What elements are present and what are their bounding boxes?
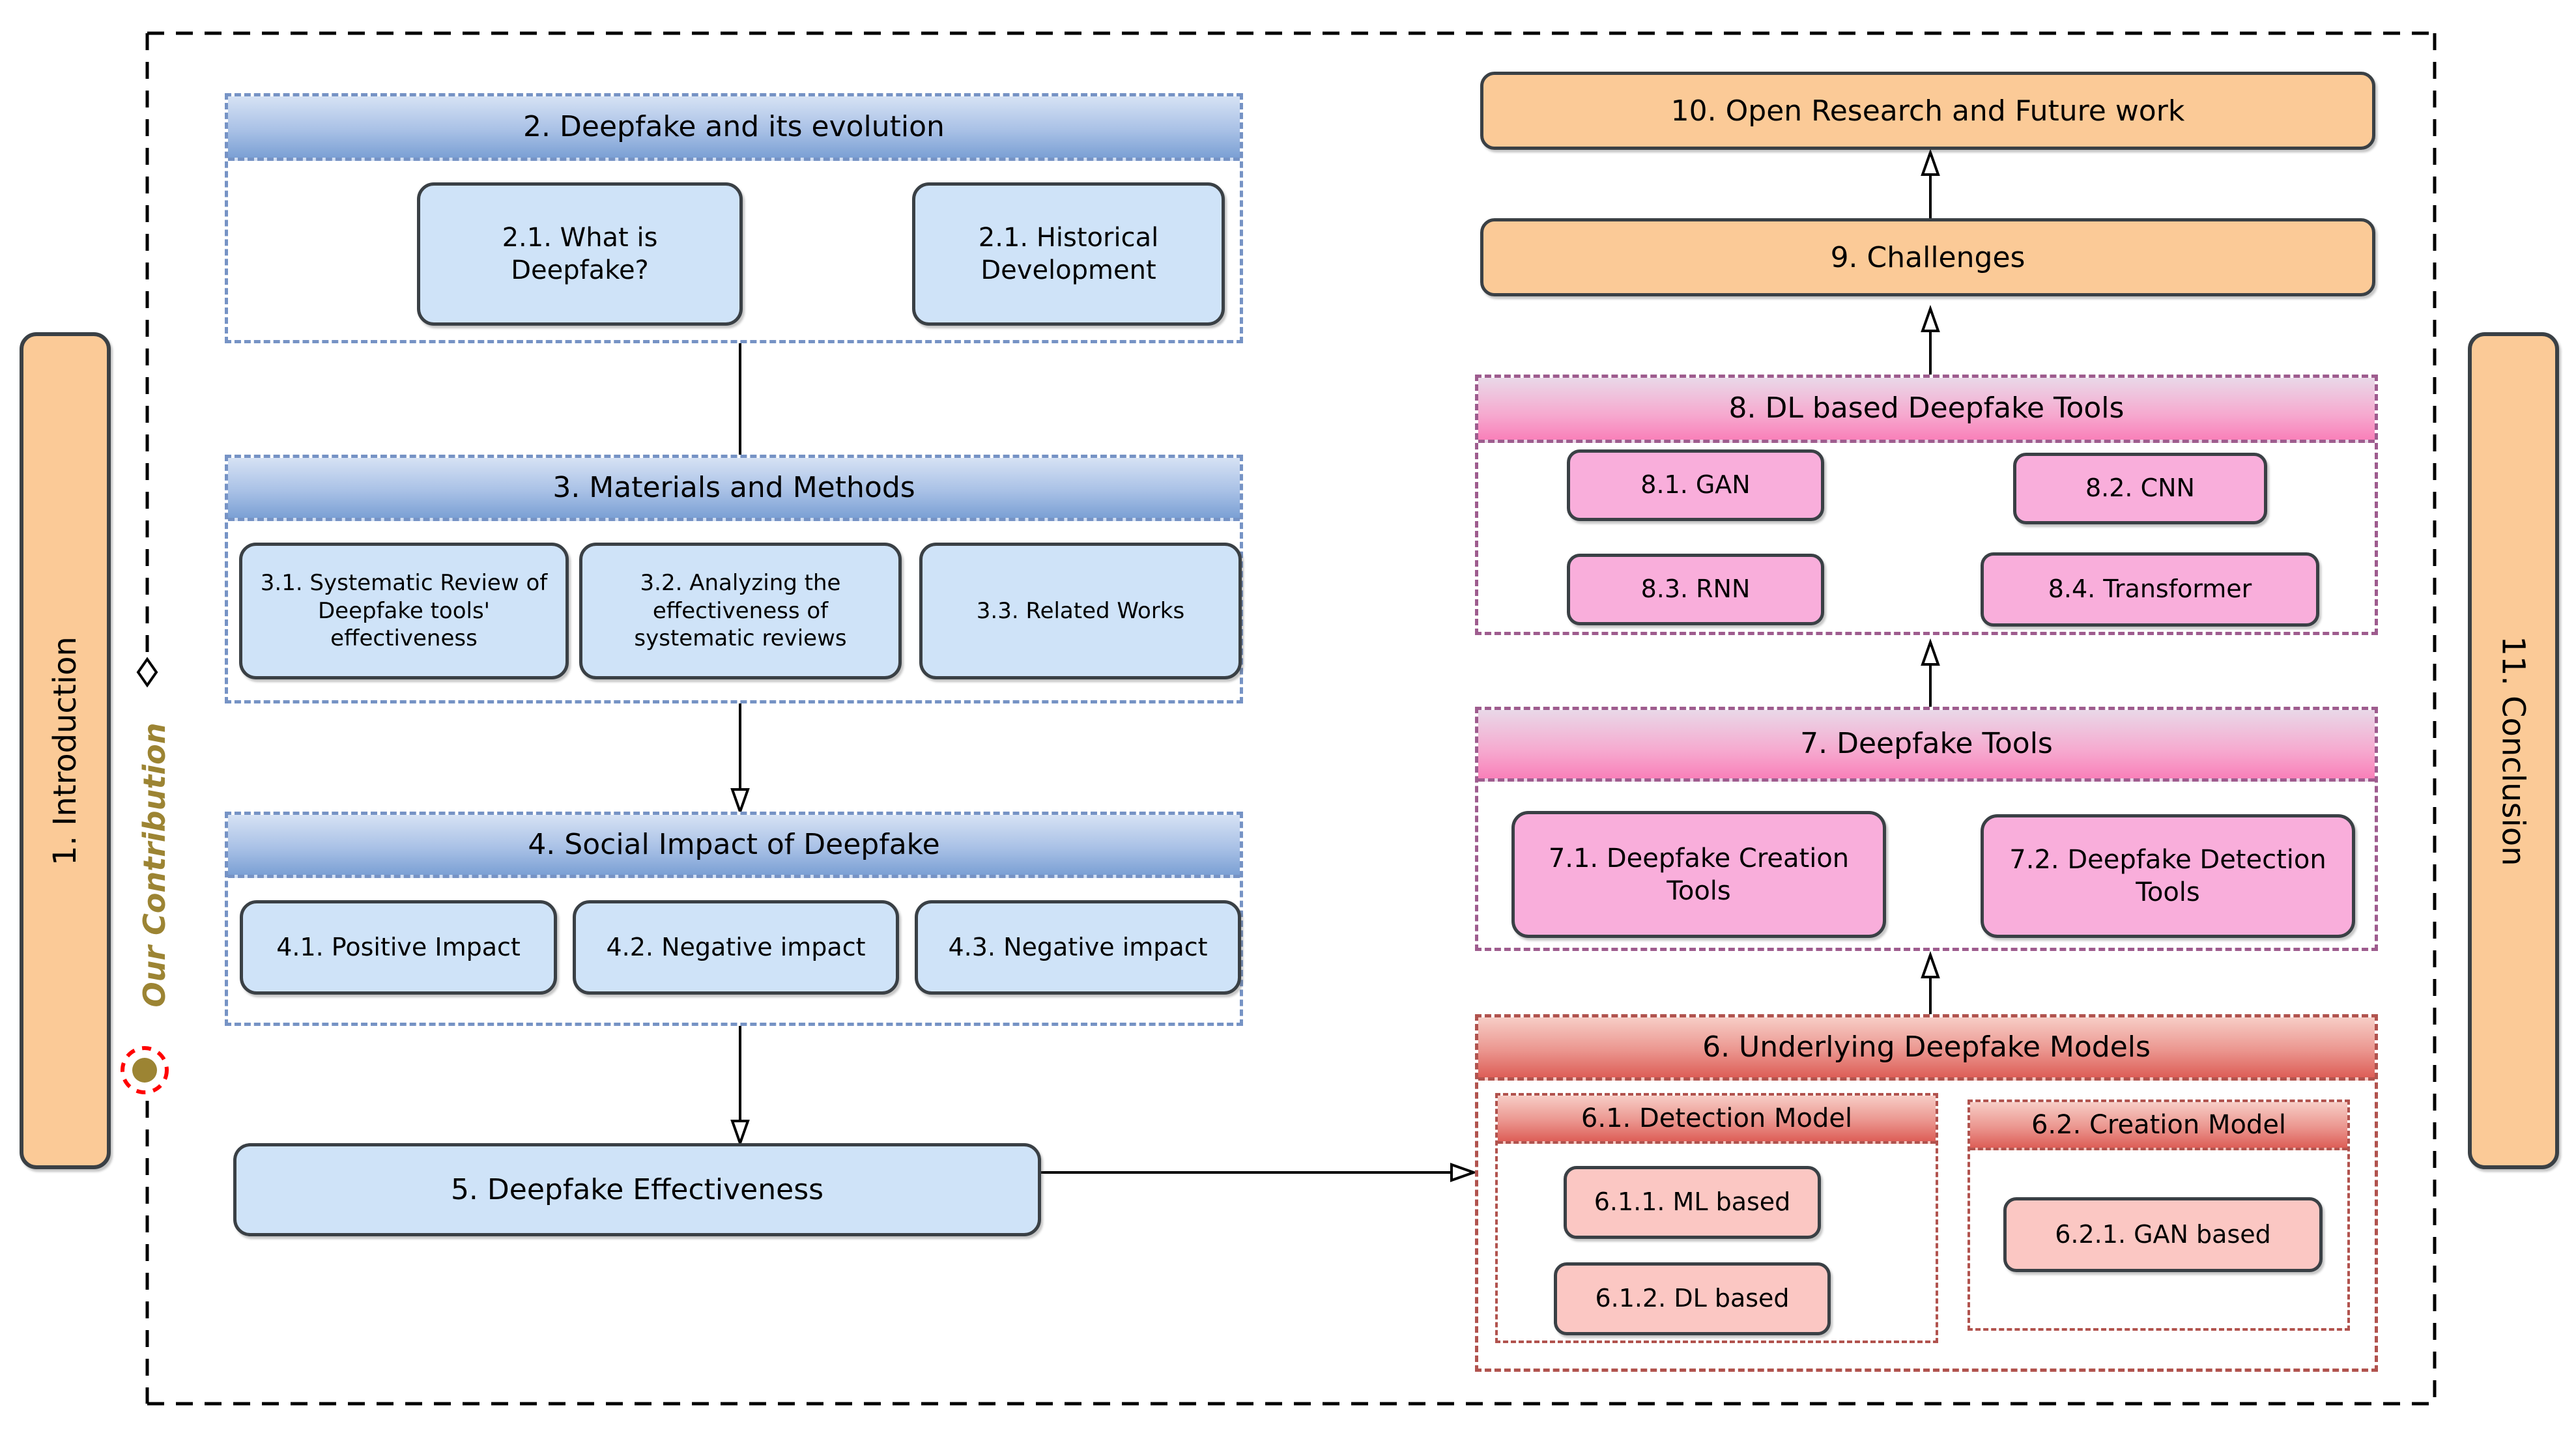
section-6-2-header: 6.2. Creation Model [1970,1102,2347,1150]
box-6-2-1-gan-based: 6.2.1. GAN based [2003,1197,2323,1272]
box-2-1-historical-development: 2.1. Historical Development [912,182,1225,326]
box-8-4-transformer: 8.4. Transformer [1981,552,2319,627]
contribution-ring-icon [121,1046,169,1094]
box-4-2-negative-impact: 4.2. Negative impact [573,900,899,995]
box-6-1-2-dl-based: 6.1.2. DL based [1554,1262,1831,1335]
box-3-2-analyzing-effectiveness: 3.2. Analyzing the effectiveness of syst… [579,543,902,679]
our-contribution-label: Our Contribution [137,722,172,1008]
box-3-3-related-works: 3.3. Related Works [919,543,1242,679]
section-2-header: 2. Deepfake and its evolution [228,96,1240,161]
section-3-header: 3. Materials and Methods [228,458,1240,521]
box-6-1-1-ml-based: 6.1.1. ML based [1564,1166,1821,1239]
box-5-deepfake-effectiveness: 5. Deepfake Effectiveness [233,1143,1041,1236]
box-4-3-negative-impact: 4.3. Negative impact [915,900,1241,995]
conclusion-label: 11. Conclusion [2495,635,2532,866]
box-9-challenges: 9. Challenges [1480,218,2375,296]
box-7-2-detection-tools: 7.2. Deepfake Detection Tools [1981,814,2355,938]
introduction-box: 1. Introduction [20,332,111,1169]
box-3-1-systematic-review: 3.1. Systematic Review of Deepfake tools… [239,543,569,679]
box-8-2-cnn: 8.2. CNN [2013,453,2267,524]
conclusion-box: 11. Conclusion [2468,332,2559,1169]
introduction-label: 1. Introduction [47,636,84,866]
contribution-dot-icon [132,1058,157,1083]
box-8-3-rnn: 8.3. RNN [1567,554,1824,625]
box-8-1-gan: 8.1. GAN [1567,449,1824,521]
section-7-header: 7. Deepfake Tools [1478,710,2375,782]
section-4-header: 4. Social Impact of Deepfake [228,815,1240,878]
box-4-1-positive-impact: 4.1. Positive Impact [240,900,557,995]
box-10-open-research: 10. Open Research and Future work [1480,72,2375,150]
section-8-header: 8. DL based Deepfake Tools [1478,378,2375,443]
box-7-1-creation-tools: 7.1. Deepfake Creation Tools [1511,811,1886,938]
section-6-1-header: 6.1. Detection Model [1498,1096,1936,1144]
contribution-diamond-icon [136,657,158,688]
box-2-1-what-is-deepfake: 2.1. What is Deepfake? [417,182,743,326]
section-6-header: 6. Underlying Deepfake Models [1478,1017,2375,1081]
